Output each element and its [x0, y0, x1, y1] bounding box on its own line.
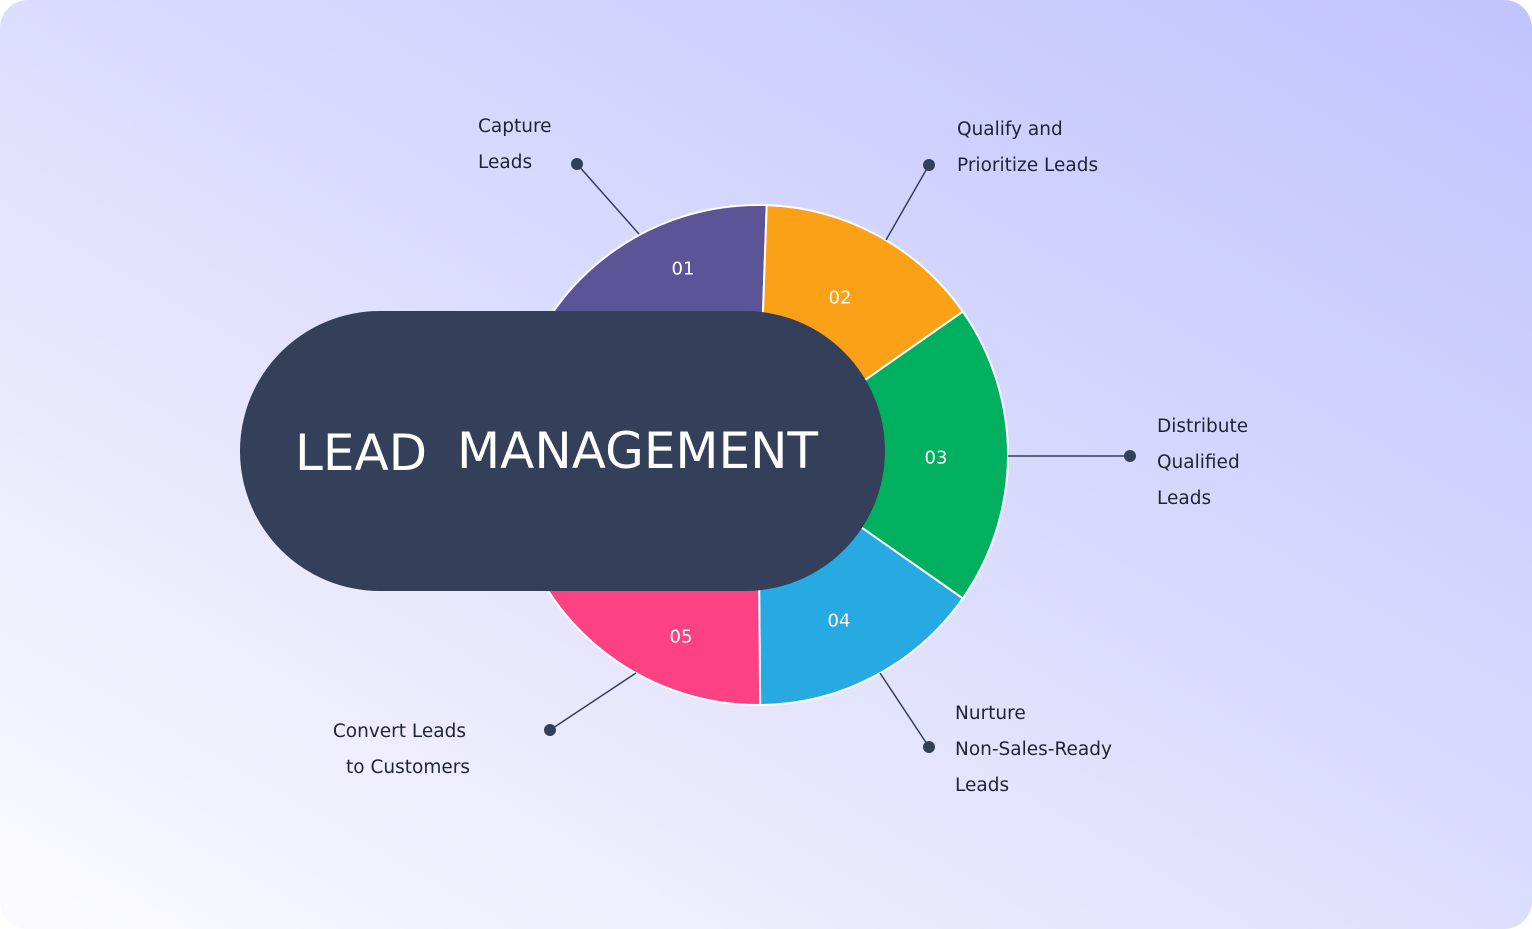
connector-line-05	[549, 672, 637, 731]
connector-dot-03	[1124, 450, 1136, 462]
label-line: Qualified	[1157, 452, 1240, 473]
connector-dot-02	[923, 159, 935, 171]
label-line: Leads	[478, 152, 533, 173]
label-line: Distribute	[1157, 416, 1249, 437]
step-label-capture-leads: Capture Leads	[478, 109, 552, 181]
connector-line-04	[879, 672, 930, 748]
label-line: Leads	[1157, 488, 1212, 509]
connector-line-02	[885, 164, 930, 241]
step-label-convert: Convert Leads to Customers	[300, 714, 470, 786]
connector-dot-05	[544, 724, 556, 736]
connector-dot-01	[571, 158, 583, 170]
title-pill: LEAD MANAGEMENT	[240, 311, 885, 591]
segment-number-05: 05	[670, 627, 693, 648]
connector-line-01	[576, 163, 640, 235]
label-line: Prioritize Leads	[957, 155, 1099, 176]
label-line: Capture	[478, 116, 552, 137]
step-label-nurture: Nurture Non-Sales-Ready Leads	[955, 696, 1112, 804]
connector-dot-04	[923, 741, 935, 753]
title-word-lead: LEAD	[295, 424, 427, 482]
connectors	[544, 158, 1136, 753]
title-pill-shape	[240, 311, 885, 591]
title-word-management: MANAGEMENT	[457, 422, 819, 480]
segment-number-04: 04	[828, 611, 851, 632]
label-line: to Customers	[346, 757, 470, 778]
label-line: Nurture	[955, 703, 1026, 724]
label-line: Leads	[955, 775, 1010, 796]
step-label-qualify-prioritize: Qualify and Prioritize Leads	[957, 112, 1098, 184]
segment-number-03: 03	[925, 448, 948, 469]
segment-number-02: 02	[829, 288, 852, 309]
step-label-distribute-qualified: Distribute Qualified Leads	[1157, 409, 1248, 517]
label-line: Qualify and	[957, 119, 1063, 140]
segment-number-01: 01	[672, 259, 695, 280]
label-line: Non-Sales-Ready	[955, 739, 1112, 760]
label-line: Convert Leads	[332, 721, 466, 742]
